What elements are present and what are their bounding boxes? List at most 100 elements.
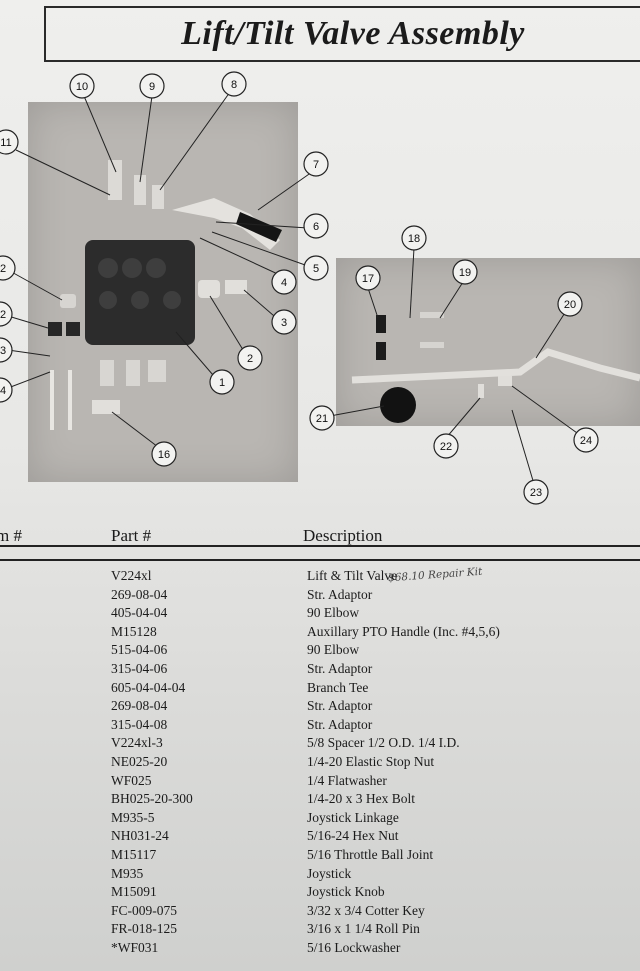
part-number: FC-009-075 [111,902,178,918]
callout-16: 16 [151,441,177,467]
svg-text:5: 5 [313,263,319,275]
part-number: 269-08-04 [111,586,168,602]
callout-9: 9 [139,73,165,99]
callout-11: 11 [0,129,19,155]
page-title: Lift/Tilt Valve Assembly [181,15,525,52]
svg-text:22: 22 [440,441,452,453]
callout-22: 22 [433,433,459,459]
joystick-parts-drawing [351,312,640,423]
table-row: 605-04-04-04 Branch Tee [0,679,640,698]
header-rule-top [0,545,640,547]
callout-8: 8 [221,71,247,97]
part-description: 5/8 Spacer 1/2 O.D. 1/4 I.D. [307,735,460,751]
callout-3: 3 [271,309,297,335]
column-description: Description [303,526,383,545]
callout-14: 14 [0,377,13,403]
part-description: 5/16-24 Hex Nut [307,828,399,844]
svg-text:10: 10 [76,81,88,93]
part-number: 605-04-04-04 [111,679,186,695]
part-description: 90 Elbow [307,642,360,658]
part-number: M935-5 [111,809,155,825]
part-number: M935 [111,865,144,881]
table-row: FR-018-125 3/16 x 1 1/4 Roll Pin [0,920,640,939]
table-row: 405-04-04 90 Elbow [0,604,640,623]
callout-7: 7 [303,151,329,177]
svg-text:17: 17 [362,273,374,285]
callout-18: 18 [401,225,427,251]
callout-19: 19 [452,259,478,285]
svg-text:14: 14 [0,385,6,397]
part-description: Joystick Linkage [307,809,399,825]
part-number: V224xl [111,568,152,583]
svg-text:1: 1 [219,377,225,389]
svg-text:7: 7 [313,159,319,171]
callout-13: 13 [0,337,13,363]
part-description: 90 Elbow [307,605,360,621]
callout-10: 10 [69,73,95,99]
table-row: *WF031 5/16 Lockwasher [0,939,640,958]
callout-20: 20 [557,291,583,317]
part-description: Joystick [307,865,352,881]
callout-4: 4 [271,269,297,295]
part-number: 315-04-06 [111,660,168,676]
callout-17: 17 [355,265,381,291]
svg-text:2: 2 [247,353,253,365]
part-number: V224xl-3 [111,735,163,751]
part-description: Str. Adaptor [307,698,373,714]
svg-text:4: 4 [281,277,287,289]
part-description: Lift & Tilt Valve [307,568,398,583]
callout-5: 5 [303,255,329,281]
part-description: Str. Adaptor [307,716,373,732]
header-rule-bottom [0,559,640,561]
part-number: BH025-20-300 [111,791,193,807]
table-row: 269-08-04 Str. Adaptor [0,697,640,716]
callout-24: 24 [573,427,599,453]
table-row: V224xl-3 5/8 Spacer 1/2 O.D. 1/4 I.D. [0,734,640,753]
table-row: M15091 Joystick Knob [0,883,640,902]
part-number: 405-04-04 [111,605,168,621]
svg-text:8: 8 [231,79,237,91]
svg-text:9: 9 [149,81,155,93]
table-row: M935-5 Joystick Linkage [0,809,640,828]
callout-2a: 2 [237,345,263,371]
svg-text:24: 24 [580,435,592,447]
svg-text:21: 21 [316,413,328,425]
part-number: NE025-20 [111,753,168,769]
part-number: M15091 [111,884,157,900]
part-description: 1/4 Flatwasher [307,772,387,788]
svg-text:20: 20 [564,299,576,311]
part-description: 3/32 x 3/4 Cotter Key [307,902,425,918]
callout-23: 23 [523,479,549,505]
table-row: V224xl Lift & Tilt Valve [0,567,640,586]
svg-text:11: 11 [0,137,11,149]
title-box: Lift/Tilt Valve Assembly [44,6,640,62]
part-description: Branch Tee [307,679,369,695]
part-description: Joystick Knob [307,884,385,900]
table-row: NH031-24 5/16-24 Hex Nut [0,827,640,846]
part-number: M15128 [111,623,157,639]
part-number: *WF031 [111,939,159,955]
part-number: NH031-24 [111,828,169,844]
part-number: FR-018-125 [111,921,178,937]
callout-1: 1 [209,369,235,395]
svg-text:23: 23 [530,487,542,499]
part-description: 5/16 Throttle Ball Joint [307,846,434,862]
parts-table-header: m # Part # Description [0,518,640,554]
part-description: 3/16 x 1 1/4 Roll Pin [307,921,420,937]
part-description: 1/4-20 x 3 Hex Bolt [307,791,415,807]
part-number: M15117 [111,846,157,862]
table-row: WF025 1/4 Flatwasher [0,772,640,791]
part-number: 269-08-04 [111,698,168,714]
svg-text:16: 16 [158,449,170,461]
svg-text:12: 12 [0,309,6,321]
table-row: M935 Joystick [0,865,640,884]
part-description: Str. Adaptor [307,586,373,602]
svg-text:19: 19 [459,267,471,279]
part-description: 5/16 Lockwasher [307,939,401,955]
part-number: WF025 [111,772,152,788]
